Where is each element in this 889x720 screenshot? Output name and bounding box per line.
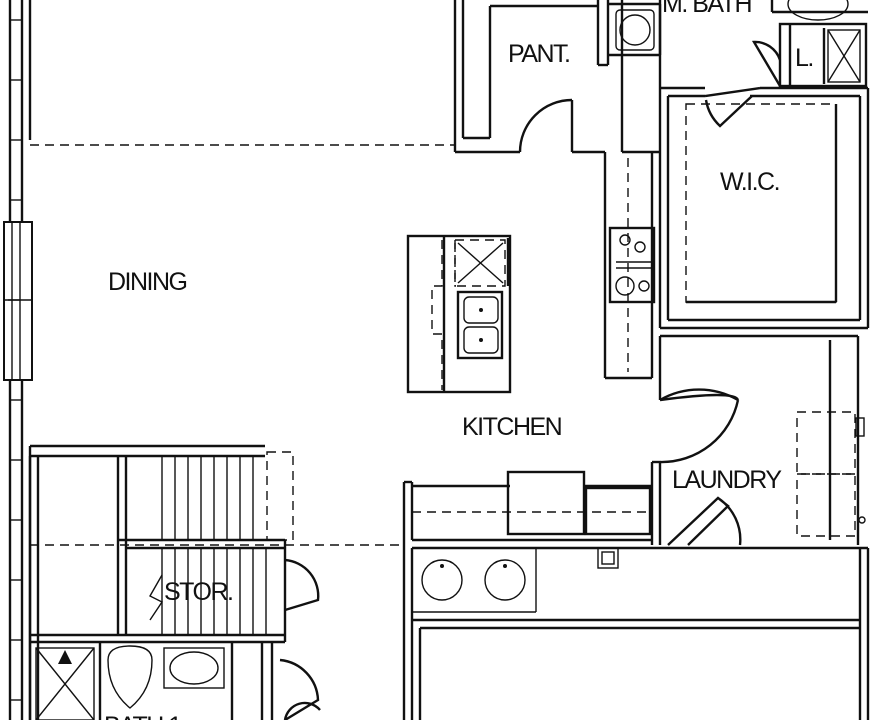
room-label-linen: L. <box>795 44 813 72</box>
bath-sink-icon <box>163 647 225 689</box>
stair-treads <box>149 451 294 635</box>
room-label-kitchen: KITCHEN <box>462 413 562 441</box>
bath-walls <box>98 642 274 720</box>
kitchen-counter-bottom <box>402 480 652 720</box>
laundry-door-swing[interactable] <box>659 393 740 464</box>
laundry-walls <box>650 334 866 545</box>
bath-door[interactable] <box>279 658 320 720</box>
wic-walls <box>658 88 870 330</box>
master-bath-walls <box>658 0 868 90</box>
dishwasher <box>584 486 652 536</box>
island-sink-icon <box>456 290 504 360</box>
wic-door[interactable] <box>704 86 761 128</box>
refrigerator <box>506 470 586 536</box>
toilet-icon <box>107 645 153 709</box>
laundry-door-lower[interactable] <box>667 496 742 546</box>
pantry-walls <box>453 0 610 154</box>
shower-icon <box>35 647 95 720</box>
kitchen-counter-right <box>603 150 660 380</box>
kitchen-island <box>406 234 512 394</box>
master-bath-walls-lower <box>410 546 870 720</box>
pantry-door[interactable] <box>518 98 605 154</box>
water-heater-closet <box>608 2 662 57</box>
linen-closet <box>778 22 868 88</box>
stair-area-walls <box>28 444 287 720</box>
room-label-pantry: PANT. <box>508 40 570 68</box>
bath-door-swing[interactable] <box>283 701 321 720</box>
linen-door[interactable] <box>751 40 782 87</box>
cooktop <box>608 226 656 304</box>
room-label-dining: DINING <box>108 268 187 296</box>
storage-door[interactable] <box>284 558 320 612</box>
room-label-bath: BATH 1 <box>104 712 181 720</box>
room-label-master-bath: M. BATH <box>662 0 751 18</box>
vanity-sink-icon <box>421 559 526 601</box>
bathtub-icon <box>787 0 849 21</box>
room-label-wic: W.I.C. <box>720 168 779 196</box>
dining-window <box>3 221 33 381</box>
room-label-storage: STOR. <box>164 578 232 606</box>
room-label-laundry: LAUNDRY <box>672 466 782 494</box>
